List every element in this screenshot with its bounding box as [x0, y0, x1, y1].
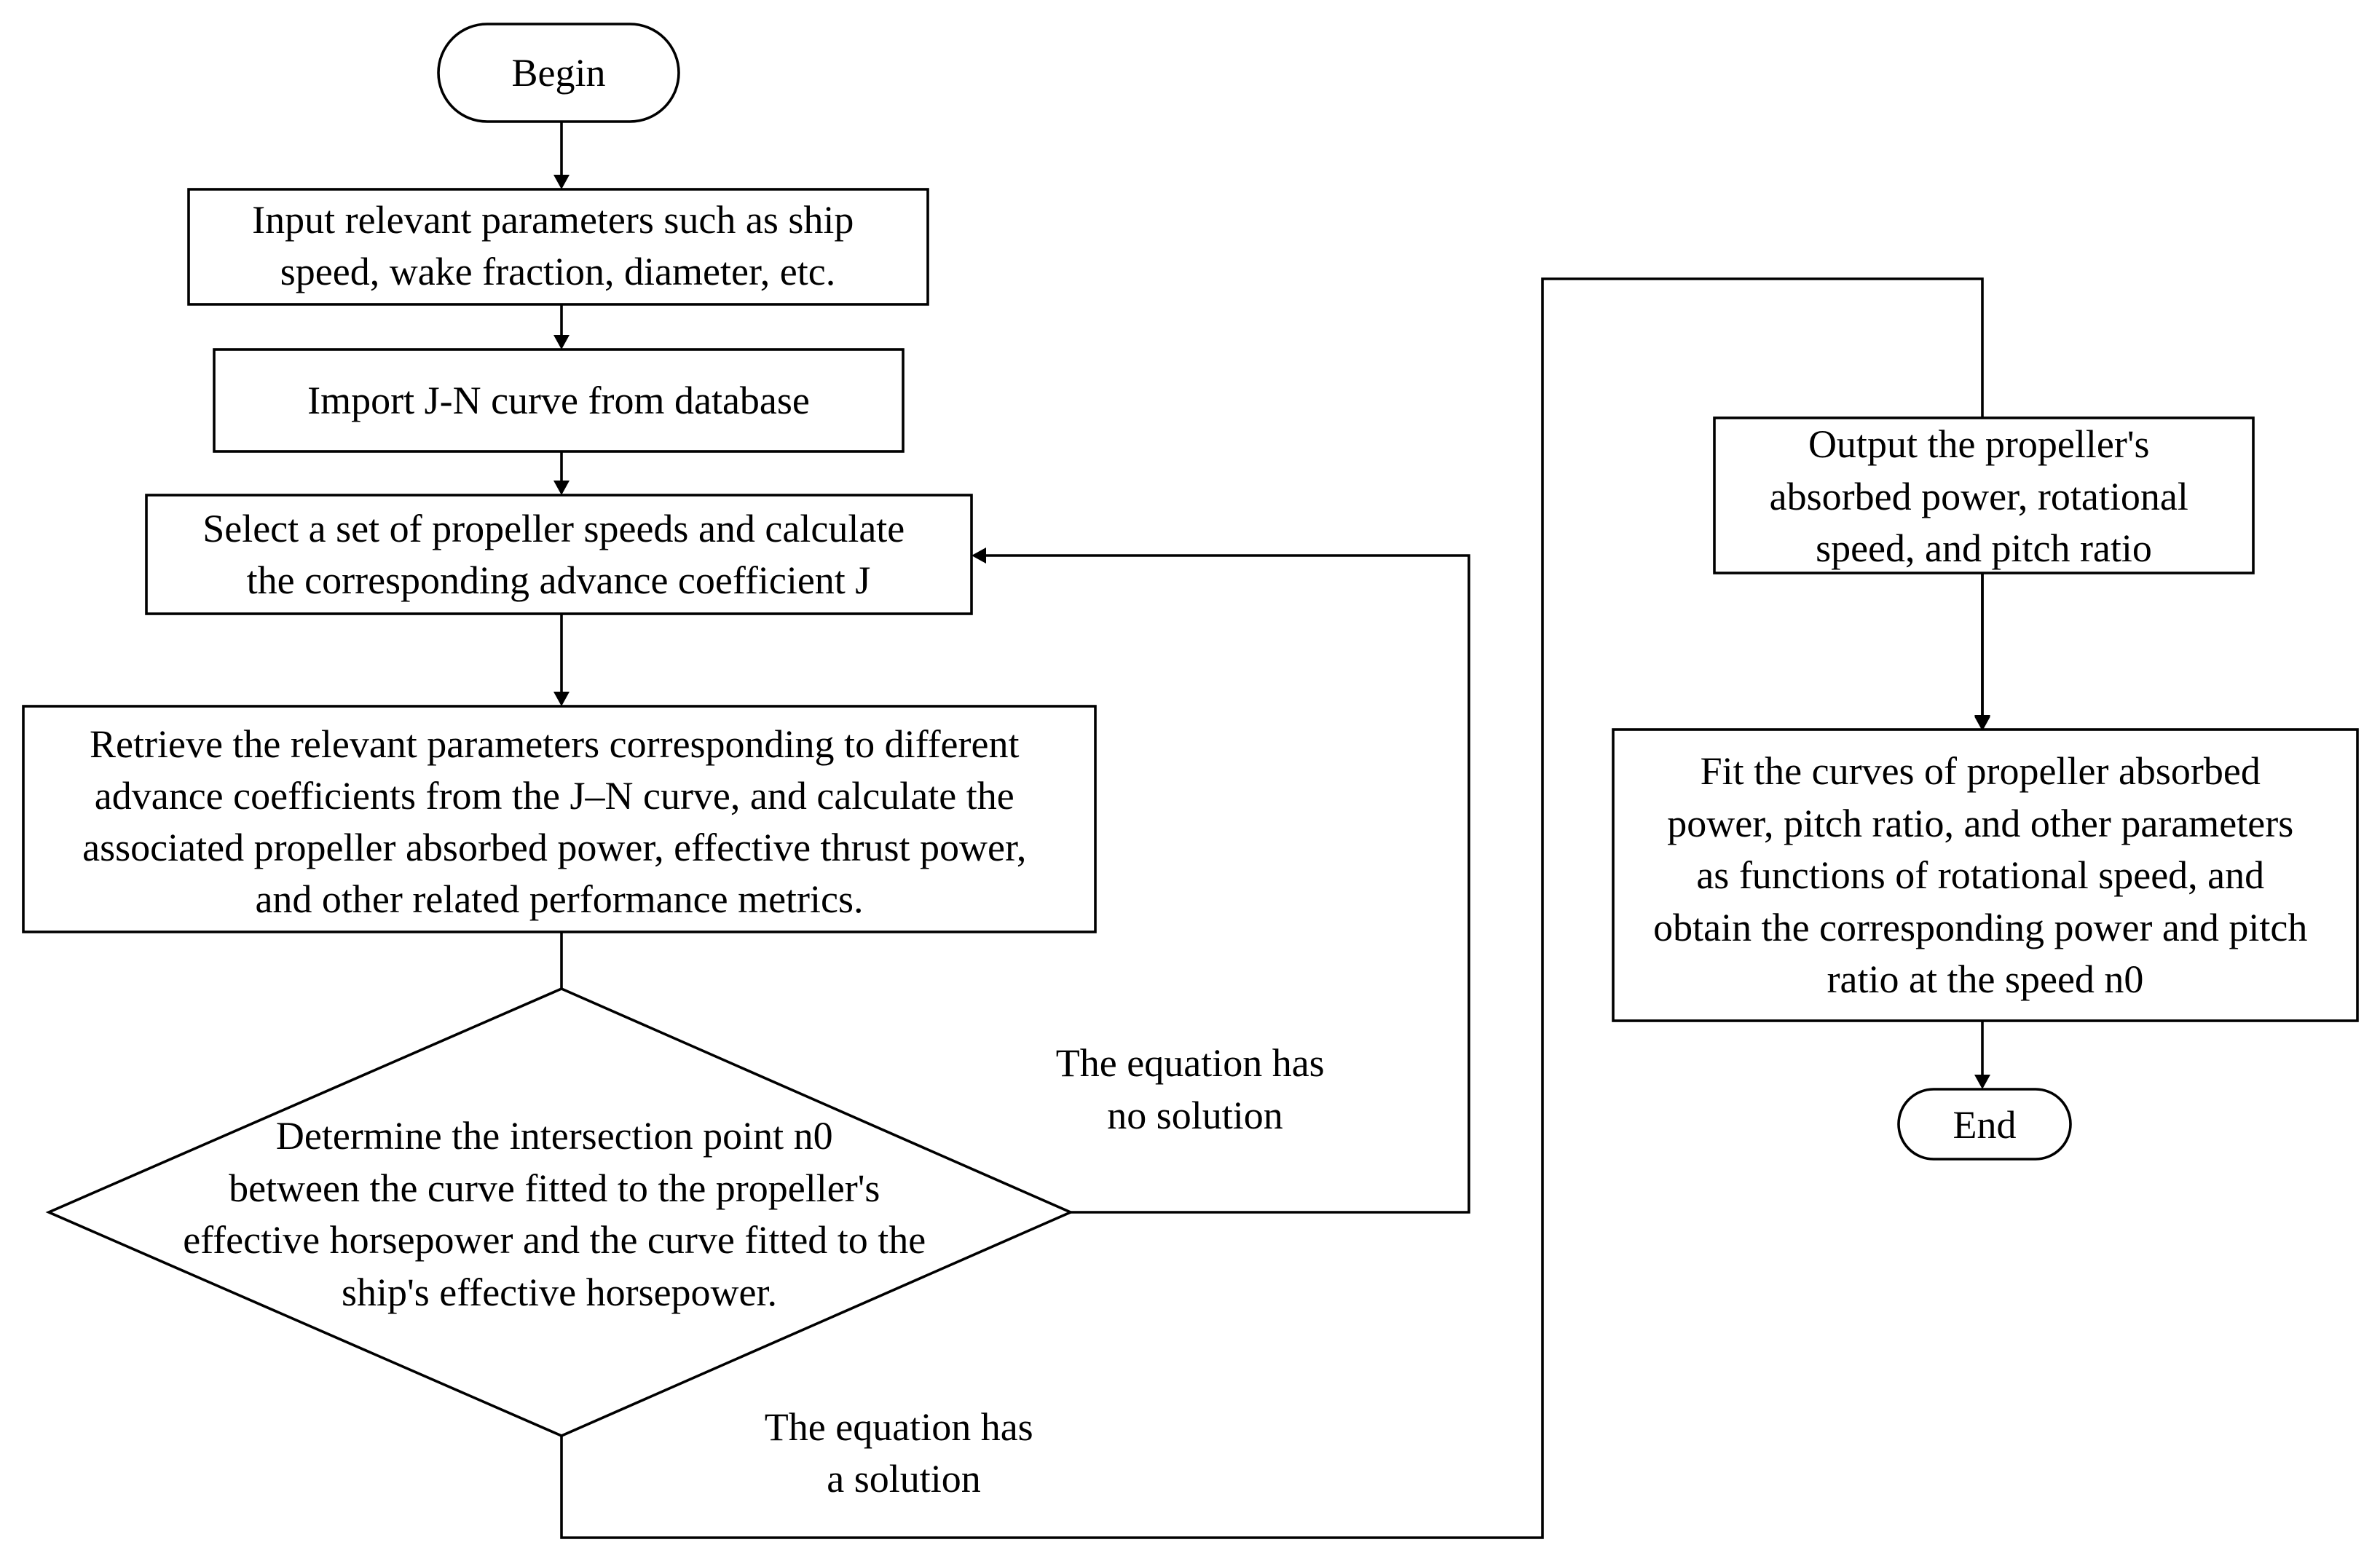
- no-solution-line: The equation has: [1056, 1041, 1325, 1085]
- end-terminator: [1897, 1088, 2072, 1161]
- output-results-line: absorbed power, rotational: [1770, 475, 2188, 518]
- fit-curves-line: power, pitch ratio, and other parameters: [1667, 802, 2293, 845]
- output-results-line: Output the propeller's: [1808, 422, 2150, 466]
- select-speeds-box: [145, 494, 973, 615]
- begin-line: Begin: [512, 51, 606, 95]
- begin-label: Begin: [512, 51, 606, 95]
- fit-curves-line: Fit the curves of propeller absorbed: [1701, 749, 2261, 793]
- connectors: [553, 122, 1990, 1539]
- fit-curves-line: as functions of rotational speed, and: [1696, 853, 2264, 897]
- retrieve-params-line: advance coefficients from the J–N curve,…: [95, 774, 1014, 818]
- input-params-box: [187, 188, 929, 306]
- retrieve-params-label: Retrieve the relevant parameters corresp…: [82, 722, 1036, 921]
- fit-curves-label: Fit the curves of propeller absorbed pow…: [1653, 749, 2317, 1001]
- decision-line: Determine the intersection point n0: [276, 1114, 833, 1158]
- retrieve-params-node: Retrieve the relevant parameters corresp…: [22, 705, 1097, 933]
- no-solution-label: The equation has no solution: [1056, 1041, 1334, 1137]
- input-params-label: Input relevant parameters such as ship s…: [252, 198, 864, 293]
- fit-curves-node: Fit the curves of propeller absorbed pow…: [1612, 728, 2359, 1022]
- has-solution-line: a solution: [827, 1457, 981, 1501]
- has-solution-line: The equation has: [765, 1405, 1033, 1449]
- arrowhead-import: [553, 335, 570, 349]
- output-results-line: speed, and pitch ratio: [1816, 526, 2152, 570]
- select-speeds-line: the corresponding advance coefficient J: [247, 558, 871, 602]
- output-results-label: Output the propeller's absorbed power, r…: [1770, 422, 2199, 570]
- begin-node: Begin: [437, 23, 680, 123]
- retrieve-params-line: Retrieve the relevant parameters corresp…: [90, 722, 1019, 766]
- fit-curves-line: ratio at the speed n0: [1827, 957, 2144, 1001]
- select-speeds-label: Select a set of propeller speeds and cal…: [202, 507, 915, 602]
- import-curve-box: [213, 348, 905, 453]
- import-curve-node: Import J-N curve from database: [213, 348, 905, 453]
- retrieve-params-line: associated propeller absorbed power, eff…: [82, 826, 1026, 869]
- arrowhead-end: [1974, 1075, 1990, 1089]
- decision-node: Determine the intersection point n0 betw…: [45, 987, 1074, 1437]
- select-speeds-node: Select a set of propeller speeds and cal…: [145, 494, 973, 615]
- has-solution-label: The equation has a solution: [765, 1405, 1043, 1501]
- arrowhead-select: [553, 481, 570, 495]
- end-node: End: [1897, 1088, 2072, 1161]
- input-params-node: Input relevant parameters such as ship s…: [187, 188, 929, 306]
- decision-line: between the curve fitted to the propelle…: [229, 1166, 880, 1210]
- arrowhead-fit: [1974, 715, 1990, 730]
- output-results-node: Output the propeller's absorbed power, r…: [1713, 416, 2255, 574]
- no-solution-line: no solution: [1107, 1094, 1283, 1137]
- import-curve-label: Import J-N curve from database: [307, 379, 810, 422]
- retrieve-params-line: and other related performance metrics.: [255, 877, 863, 921]
- input-params-line: Input relevant parameters such as ship: [252, 198, 854, 242]
- decision-label: Determine the intersection point n0 betw…: [183, 1114, 936, 1314]
- decision-line: ship's effective horsepower.: [342, 1270, 777, 1314]
- end-label: End: [1953, 1103, 2017, 1147]
- select-speeds-line: Select a set of propeller speeds and cal…: [202, 507, 905, 550]
- fit-curves-box: [1612, 728, 2359, 1022]
- fit-curves-line: obtain the corresponding power and pitch: [1653, 906, 2307, 949]
- arrowhead-retrieve: [553, 692, 570, 706]
- arrowhead-input: [553, 175, 570, 189]
- retrieve-params-box: [22, 705, 1097, 933]
- decision-diamond: [45, 987, 1074, 1437]
- path-has-solution: [560, 277, 1984, 1539]
- begin-terminator: [437, 23, 680, 123]
- output-results-box: [1713, 416, 2255, 574]
- arrowhead-loop-back: [972, 548, 986, 564]
- decision-line: effective horsepower and the curve fitte…: [183, 1218, 926, 1262]
- end-line: End: [1953, 1103, 2017, 1147]
- import-curve-line: Import J-N curve from database: [307, 379, 810, 422]
- input-params-line: speed, wake fraction, diameter, etc.: [280, 250, 835, 293]
- loop-no-solution: [986, 554, 1470, 1214]
